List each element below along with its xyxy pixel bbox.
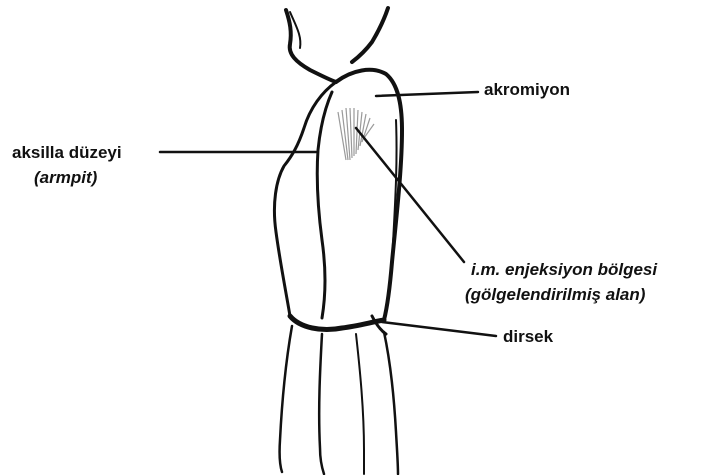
elbow-outline: [290, 316, 384, 330]
hip-inner-outline: [356, 334, 364, 474]
label-injection-site: i.m. enjeksiyon bölgesi: [471, 260, 657, 280]
leader-injection: [356, 128, 464, 262]
label-injection-note: (gölgelendirilmiş alan): [465, 285, 645, 305]
label-acromion: akromiyon: [484, 80, 570, 100]
forearm-right-outline: [319, 334, 324, 474]
label-elbow: dirsek: [503, 327, 553, 347]
leader-acromion: [376, 92, 478, 96]
injection-site-shading: [338, 108, 374, 160]
label-axilla-note: (armpit): [34, 168, 97, 188]
neck-right-outline: [352, 8, 388, 62]
leader-elbow: [382, 322, 496, 336]
shoulder-inner-outline: [317, 92, 332, 318]
hip-outline: [384, 332, 398, 474]
shoulder-outline: [336, 70, 402, 320]
back-outline: [274, 82, 336, 316]
forearm-left-outline: [280, 326, 292, 472]
label-axilla: aksilla düzeyi: [12, 143, 122, 163]
